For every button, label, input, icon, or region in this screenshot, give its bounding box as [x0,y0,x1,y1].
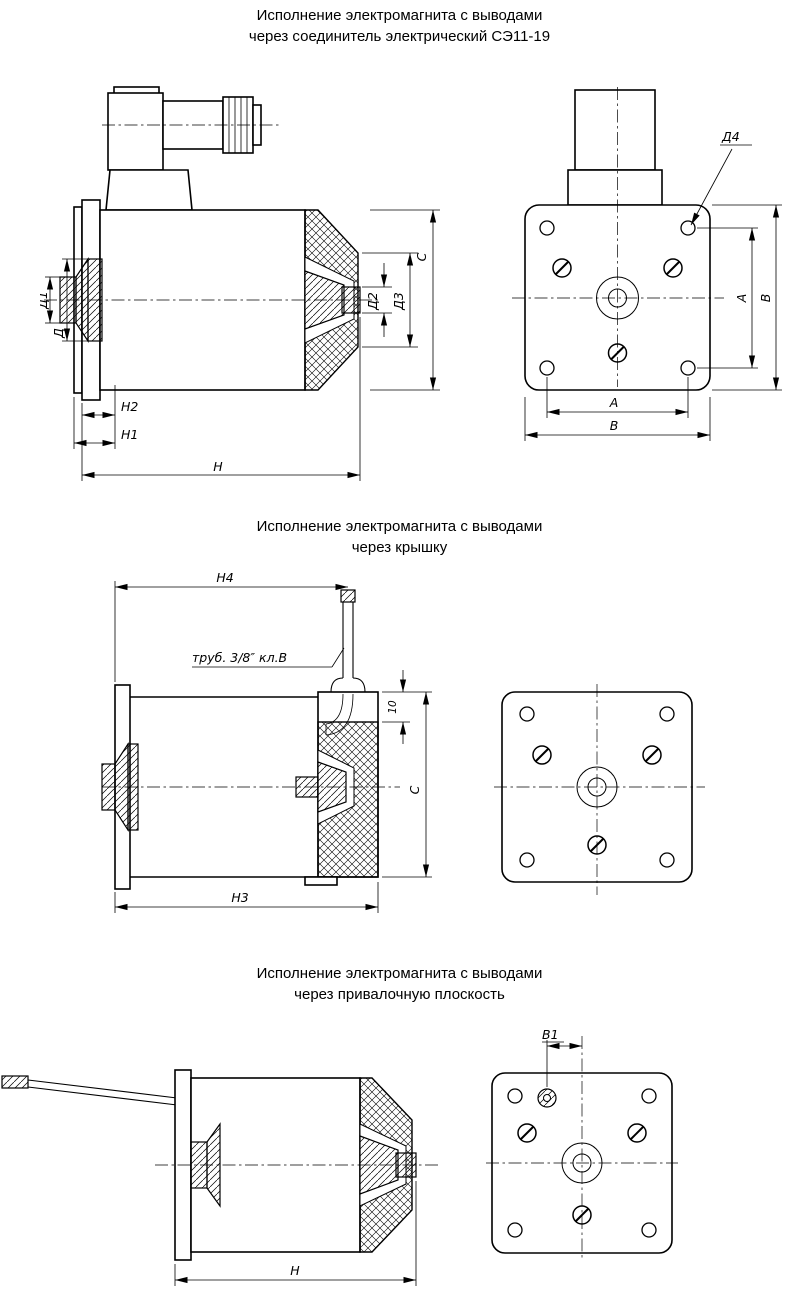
front-view-cover-variant [494,684,705,895]
section1-title: Исполнение электромагнита с выводами чер… [0,5,799,47]
dim-label-b-bottom: В [610,418,619,433]
wiring-pipe [325,589,366,736]
dim-label-b1: В1 [542,1028,559,1042]
dim-label-c: С [414,252,429,261]
centerlines [486,1036,678,1260]
wire-exit-hole [537,1088,557,1108]
corner-holes [519,706,675,868]
pipe-thread-note: труб. 3/8″ кл.В [192,650,287,665]
section1-title-line2: через соединитель электрический СЭ11-19 [248,28,551,45]
dim-label-c2: С [407,785,422,794]
dim-label-d3: Д3 [391,292,406,311]
front-view-connector-variant: Д4 А В А В [512,87,782,441]
dimensions: В1 [542,1028,582,1087]
section3-title: Исполнение электромагнита с выводами чер… [0,963,799,1005]
side-view-connector-variant: Д1 Д Д2 Д3 С Н2 [40,86,440,481]
dim-label-b-right: В [758,294,773,303]
corner-holes [507,1088,657,1238]
centerlines [512,87,724,387]
centerlines [494,684,705,895]
connector-silhouette [567,89,663,206]
section1-title-line1: Исполнение электромагнита с выводами [256,7,543,24]
dim-label-d2: Д2 [365,292,380,311]
section2-title-line1: Исполнение электромагнита с выводами [256,518,543,535]
dimensions: Н4 труб. 3/8″ кл.В 10 С Н3 [114,572,432,913]
dim-label-h4: Н4 [216,572,233,585]
dim-label-h: Н [290,1263,300,1278]
side-view-leads-variant: Н [1,1069,440,1286]
side-view-cover-variant: Н4 труб. 3/8″ кл.В 10 С Н3 [101,572,432,913]
dimensions: Д4 А В А В [524,129,782,441]
dim-label-a-right: А [734,294,749,304]
dimensions: Д1 Д Д2 Д3 С Н2 [40,209,440,481]
electrical-connector [107,86,262,171]
section2-title-line2: через крышку [351,539,448,556]
lead-wires [1,1075,178,1106]
dim-label-d: Д [51,328,66,339]
dim-label-a-bottom: А [609,395,619,410]
armature-guide-left [190,1122,221,1208]
dimensions: Н [174,1181,417,1286]
dim-label-h3: Н3 [231,890,248,905]
dim-label-d1: Д1 [40,291,50,310]
dim-label-h: Н [213,459,223,474]
dim-label-cover: 10 [387,700,399,714]
top-boss [105,169,193,211]
centerlines [44,124,380,301]
dim-label-h1: Н1 [121,427,138,442]
front-view-leads-variant: В1 [486,1028,678,1260]
section3-title-line2: через привалочную плоскость [294,986,505,1003]
section2-title: Исполнение электромагнита с выводами чер… [0,516,799,558]
dim-label-d4: Д4 [721,129,740,144]
dim-label-h2: Н2 [121,399,138,414]
section3-title-line1: Исполнение электромагнита с выводами [256,965,543,982]
